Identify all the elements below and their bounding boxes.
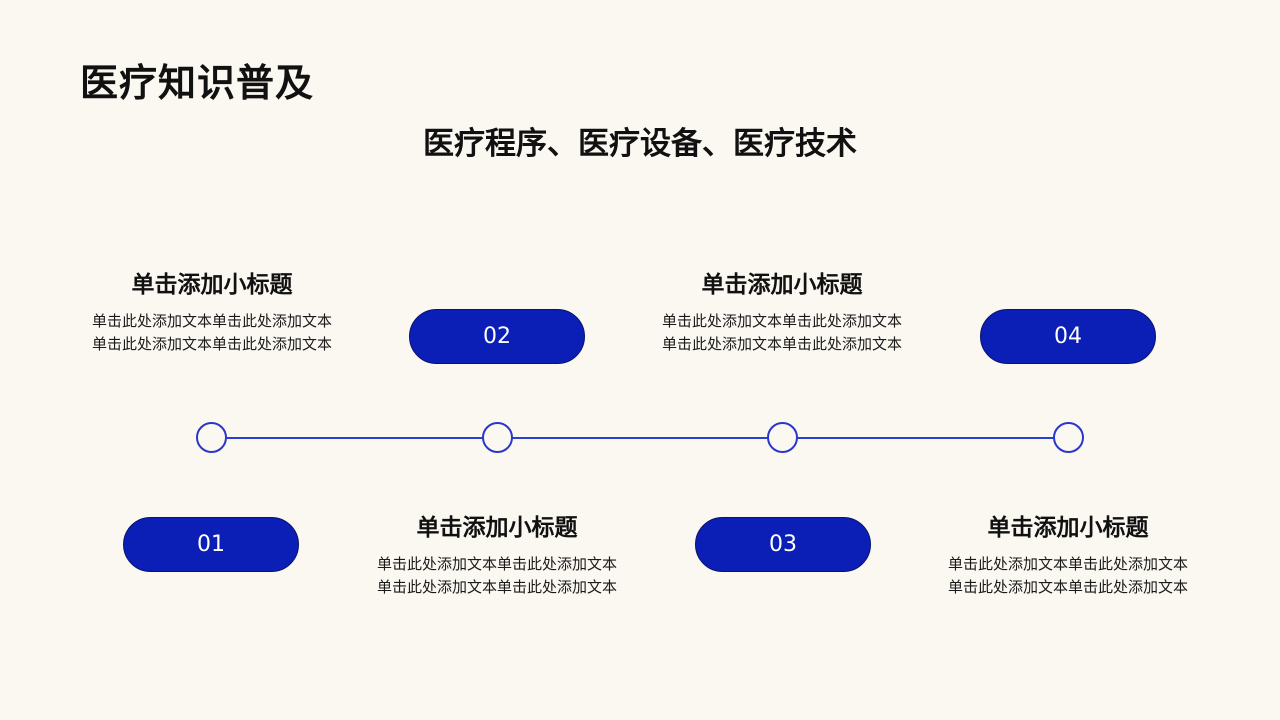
step-3-text-line-2: 单击此处添加文本单击此处添加文本 — [661, 335, 902, 353]
step-2-block: 单击添加小标题 单击此处添加文本单击此处添加文本 单击此处添加文本单击此处添加文… — [357, 513, 637, 599]
timeline-dot-1 — [196, 422, 227, 453]
step-2-number-badge: 02 — [409, 309, 585, 364]
step-3-text-line-1: 单击此处添加文本单击此处添加文本 — [661, 312, 902, 330]
timeline-dot-3 — [767, 422, 798, 453]
step-3-block: 单击添加小标题 单击此处添加文本单击此处添加文本 单击此处添加文本单击此处添加文… — [642, 270, 922, 356]
step-4-block: 单击添加小标题 单击此处添加文本单击此处添加文本 单击此处添加文本单击此处添加文… — [928, 513, 1208, 599]
step-3-heading: 单击添加小标题 — [701, 272, 863, 298]
step-2-text-line-1: 单击此处添加文本单击此处添加文本 — [376, 555, 617, 573]
step-1-text-line-2: 单击此处添加文本单击此处添加文本 — [91, 335, 332, 353]
timeline-dot-4 — [1053, 422, 1084, 453]
step-1-heading: 单击添加小标题 — [131, 272, 293, 298]
step-4-text-line-2: 单击此处添加文本单击此处添加文本 — [947, 578, 1188, 596]
step-1-block: 单击添加小标题 单击此处添加文本单击此处添加文本 单击此处添加文本单击此处添加文… — [72, 270, 352, 356]
step-2-text-line-2: 单击此处添加文本单击此处添加文本 — [376, 578, 617, 596]
step-4-text-line-1: 单击此处添加文本单击此处添加文本 — [947, 555, 1188, 573]
step-3-number-badge: 03 — [695, 517, 871, 572]
timeline-dot-2 — [482, 422, 513, 453]
step-4-heading: 单击添加小标题 — [987, 515, 1149, 541]
timeline-line — [211, 437, 1068, 439]
step-1-text-line-1: 单击此处添加文本单击此处添加文本 — [91, 312, 332, 330]
step-2-heading: 单击添加小标题 — [416, 515, 578, 541]
slide-subtitle: 医疗程序、医疗设备、医疗技术 — [423, 126, 857, 162]
step-1-number-badge: 01 — [123, 517, 299, 572]
step-4-number-badge: 04 — [980, 309, 1156, 364]
slide-title: 医疗知识普及 — [80, 61, 315, 105]
